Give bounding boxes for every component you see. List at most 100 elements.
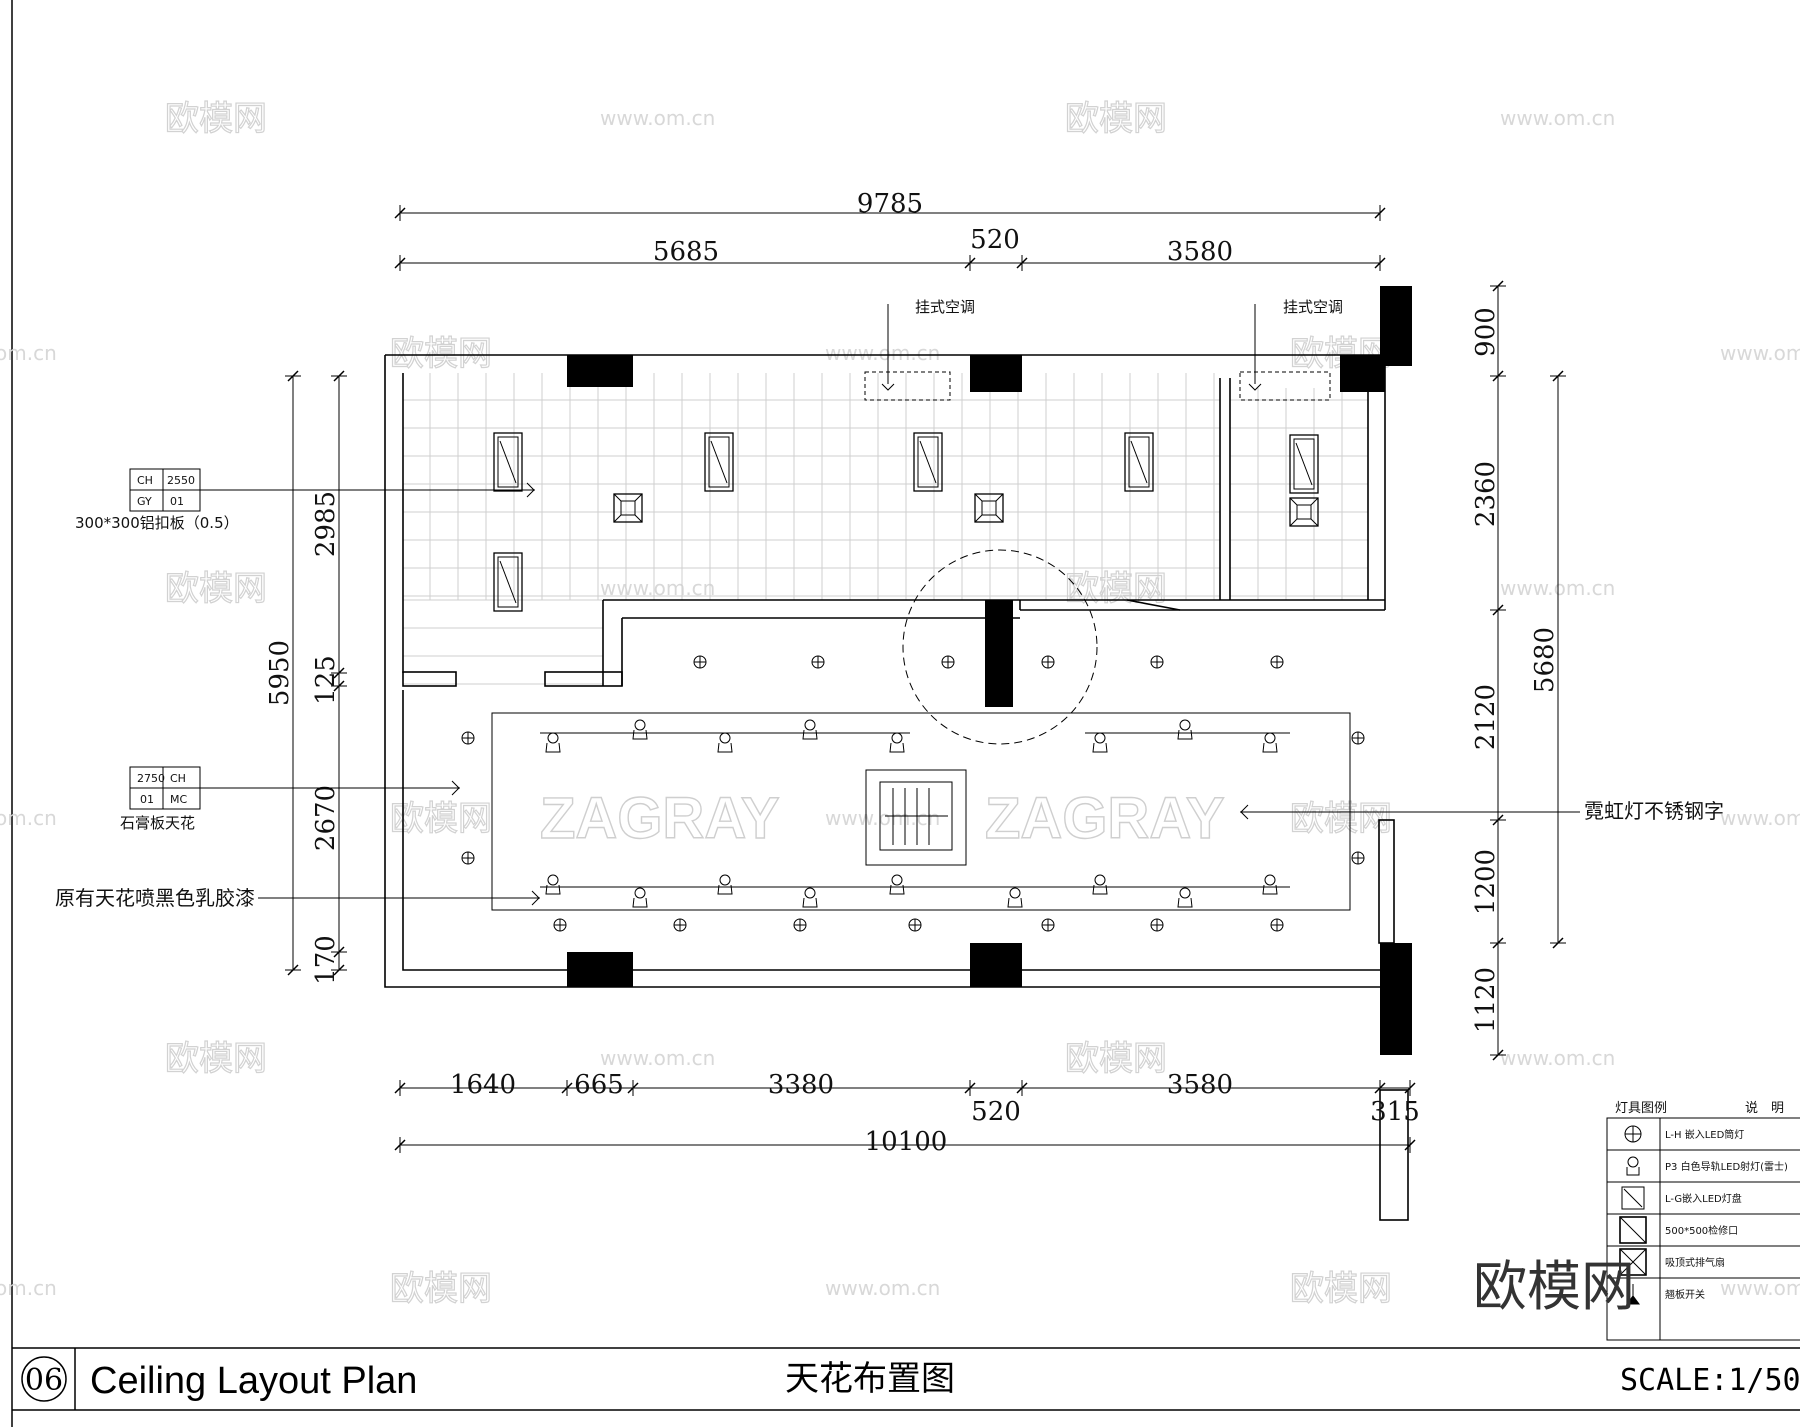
led-panel-icon	[913, 432, 943, 492]
ac-label-left: 挂式空调	[915, 298, 975, 316]
recessed-downlight-icon	[793, 918, 807, 932]
tag1-note: 300*300铝扣板（0.5）	[75, 514, 239, 532]
neon-word: ZAGRAY	[540, 786, 780, 851]
dim-bottom-total: 10100	[865, 1127, 948, 1157]
watermark-layer: 欧模网 欧模网 欧模网 欧模网 欧模网 欧模网 欧模网 欧模网 欧模网 欧模网 …	[0, 98, 1800, 1309]
track-spotlight-icon	[889, 874, 905, 895]
recessed-downlight-icon	[693, 655, 707, 669]
recessed-downlight-icon	[1041, 655, 1055, 669]
legend-label: P3 白色导轨LED射灯(雷士)	[1665, 1160, 1788, 1173]
recessed-downlight-icon	[461, 731, 475, 745]
recessed-downlight-icon	[1624, 1125, 1642, 1143]
annotations: 挂式空调 挂式空调 CH 2550 GY 01 300*300铝扣板（0.5） …	[55, 298, 1724, 910]
led-panel-icon	[493, 552, 523, 612]
watermark-url: www.om.cn	[1720, 341, 1800, 365]
switch-icon	[1626, 1284, 1640, 1305]
recessed-downlight-icon	[908, 918, 922, 932]
paint-note: 原有天花喷黑色乳胶漆	[55, 886, 255, 910]
tag2-b: CH	[170, 772, 186, 785]
legend-row: P3 白色导轨LED射灯(雷士)	[1607, 1149, 1800, 1176]
led-panel-icon	[1621, 1186, 1645, 1210]
dim-bottom-seg: 665	[574, 1070, 624, 1100]
dim-right-seg: 2120	[1471, 684, 1501, 750]
track-spotlight-icon	[545, 732, 561, 753]
access-panel-icon	[1619, 1216, 1647, 1244]
dim-top-seg: 5685	[653, 237, 719, 267]
led-panel-icon	[1124, 432, 1154, 492]
watermark-logo: 欧模网	[390, 1269, 492, 1309]
watermark-url: www.om.cn	[600, 1046, 715, 1070]
recessed-downlight-icon	[1351, 731, 1365, 745]
exhaust-fan-icon	[1289, 497, 1319, 527]
recessed-downlight-icon	[1270, 655, 1284, 669]
dimension-ticks	[285, 205, 1566, 1153]
exhaust-fan-icon	[613, 493, 643, 523]
scale-label: SCALE:1/50	[1620, 1363, 1800, 1398]
dim-bottom-seg: 315	[1370, 1097, 1420, 1127]
dim-left-seg: 170	[311, 935, 341, 985]
track-spotlight-icon	[1177, 887, 1193, 908]
recessed-downlight-icon	[461, 851, 475, 865]
watermark-url: www.om.cn	[825, 806, 940, 830]
track-spotlight-icon	[717, 732, 733, 753]
ac-cassette-icon	[885, 788, 948, 845]
recessed-downlight-icon	[1041, 918, 1055, 932]
watermark-url: www.om.cn	[1500, 106, 1615, 130]
watermark-url: om.cn	[0, 341, 57, 365]
dim-right-total: 5680	[1530, 627, 1560, 693]
watermark-logo: 欧模网	[390, 799, 492, 839]
dim-left-seg: 2670	[311, 785, 341, 851]
watermark-url: www.om.cn	[1500, 1046, 1615, 1070]
track-spotlight-icon	[1626, 1156, 1640, 1176]
dim-bottom-seg: 3580	[1167, 1070, 1233, 1100]
track-spotlight-icon	[1007, 887, 1023, 908]
recessed-downlight-icon	[553, 918, 567, 932]
legend-label: 翘板开关	[1665, 1288, 1705, 1301]
walls	[384, 354, 1409, 1221]
watermark-logo: 欧模网	[1065, 569, 1167, 609]
watermark-logo: 欧模网	[165, 99, 267, 139]
recessed-downlight-icon	[1150, 655, 1164, 669]
legend-row: 吸顶式排气扇	[1607, 1245, 1800, 1276]
watermark-url: www.om.cn	[825, 1276, 940, 1300]
track-spotlight-icon	[889, 732, 905, 753]
track-spotlight-icon	[632, 719, 648, 740]
legend-header-right: 说 明	[1745, 1101, 1784, 1116]
led-panel-icon	[493, 432, 523, 492]
neon-note: 霓虹灯不锈钢字	[1584, 799, 1724, 823]
dimension-labels: 9785 5685 520 3580 1640 665 3380 520 358…	[265, 189, 1560, 1157]
track-spotlight-icon	[717, 874, 733, 895]
dim-bottom-seg: 3380	[768, 1070, 834, 1100]
dim-top-total: 9785	[857, 189, 923, 219]
tag1-b: 2550	[167, 474, 195, 487]
dim-left-seg: 125	[311, 655, 341, 705]
dim-right-seg: 2360	[1471, 461, 1501, 527]
watermark-logo: 欧模网	[1065, 1039, 1167, 1079]
ceiling-grid	[403, 373, 1368, 685]
exhaust-fan-icon	[1619, 1248, 1647, 1276]
legend-row: 500*500检修口	[1607, 1213, 1800, 1244]
legend-label: 500*500检修口	[1665, 1224, 1738, 1237]
track-spotlight-icon	[802, 887, 818, 908]
tag2-c: 01	[140, 793, 154, 806]
title-english: Ceiling Layout Plan	[90, 1360, 417, 1402]
recessed-downlight-icon	[1150, 918, 1164, 932]
legend-row: L-G嵌入LED灯盘	[1607, 1181, 1800, 1210]
watermark-logo: 欧模网	[1290, 799, 1392, 839]
track-spotlight-icon	[1262, 732, 1278, 753]
dim-right-seg: 1200	[1471, 849, 1501, 915]
tag1-c: GY	[137, 495, 152, 508]
dim-left-total: 5950	[265, 640, 295, 706]
dimension-lines	[292, 212, 1559, 1146]
recessed-downlight-icon	[673, 918, 687, 932]
watermark-logo: 欧模网	[165, 569, 267, 609]
dim-right-seg: 1120	[1471, 967, 1501, 1033]
legend-row: L-H 嵌入LED筒灯	[1607, 1117, 1800, 1143]
dim-right-seg: 900	[1471, 307, 1501, 357]
watermark-url: www.om.cn	[1720, 1276, 1800, 1300]
dim-bottom-seg: 520	[971, 1097, 1021, 1127]
tag2-a: 2750	[137, 772, 165, 785]
track-spotlight-icon	[1177, 719, 1193, 740]
fixtures	[461, 432, 1365, 932]
